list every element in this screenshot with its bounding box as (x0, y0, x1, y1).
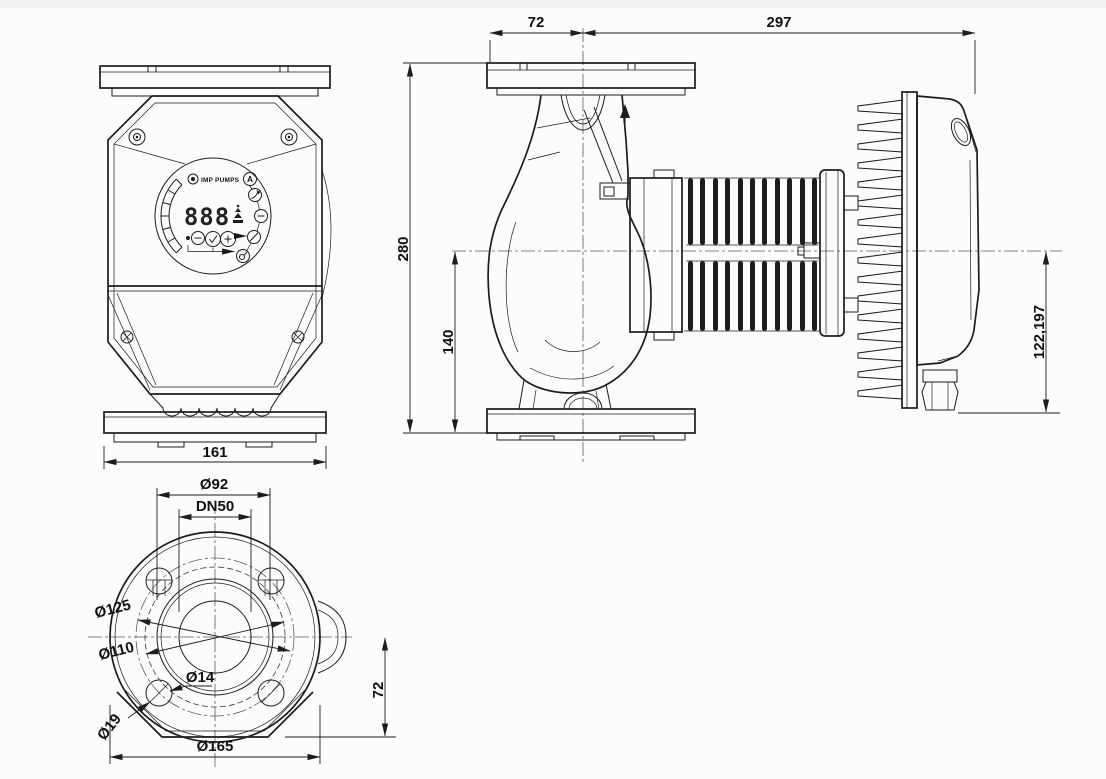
power-dot-icon (186, 236, 190, 240)
auto-mode-badge: A (243, 172, 257, 186)
dimension-nominal-bore: DN50 (178, 498, 252, 612)
auto-badge-label: A (247, 175, 253, 184)
dim-label-72-side: 72 (370, 682, 387, 699)
dim-label-dn50: DN50 (196, 498, 234, 515)
seven-segment-display: 888 (184, 203, 230, 231)
electronics-box (916, 95, 980, 411)
brand-label: IMP PUMPS (201, 177, 240, 184)
motor-housing (629, 169, 859, 341)
status-indicator-icon (233, 204, 243, 223)
bolt-circle (135, 557, 295, 717)
flange-bottom-view: Ø92 DN50 Ø125 Ø110 Ø14 Ø19 72 (88, 476, 396, 768)
dimension-counterbore: Ø19 (94, 701, 151, 744)
heatsink (857, 91, 918, 409)
pump-control-panel: IMP PUMPS A 888 (154, 157, 272, 275)
bolt-hole (145, 567, 285, 707)
dim-label-140: 140 (440, 329, 457, 354)
dim-label-297: 297 (766, 14, 791, 31)
dimension-axis-to-gland: 122,197 (958, 251, 1060, 414)
dimension-flange-to-axis: 72 (489, 14, 584, 62)
dimension-raised-face: Ø92 (156, 476, 271, 600)
dimension-front-width: 161 (103, 444, 327, 469)
cable-port-oval (950, 118, 972, 146)
gauge-mode-icon (236, 249, 250, 263)
dim-label-o110: Ø110 (97, 639, 136, 664)
brand-logo-icon (187, 173, 199, 185)
page-top-strip (0, 0, 1106, 8)
motor-fins (688, 178, 817, 331)
side-view: 72 297 280 140 122,197 (395, 14, 1062, 465)
cable-gland-icon (921, 369, 959, 411)
dimension-total-height: 280 (395, 62, 487, 434)
plus-button-icon (220, 231, 236, 247)
mode-icons-column (236, 184, 268, 263)
dim-label-o19: Ø19 (94, 711, 125, 744)
screw-icon (128, 128, 298, 146)
flow-direction-arrow-icon (620, 104, 630, 133)
dim-label-o125: Ø125 (93, 597, 133, 622)
segment-scale (160, 178, 183, 254)
dim-label-161: 161 (202, 444, 227, 461)
dimension-axis-to-foot: 72 (285, 637, 396, 738)
dim-label-280: 280 (395, 236, 412, 261)
dim-label-o14: Ø14 (186, 669, 215, 686)
dimension-bolt-hole: Ø14 (169, 669, 215, 692)
arrow-mode-icon (248, 188, 262, 202)
constant-mode-icon (254, 209, 268, 223)
pump-volute (487, 94, 652, 410)
dim-label-72-top: 72 (528, 14, 545, 31)
screw-icon (120, 330, 305, 344)
dimension-axis-to-base: 140 (440, 251, 459, 433)
panel-buttons (186, 231, 236, 247)
front-view: IMP PUMPS A 888 (99, 65, 332, 469)
dim-label-122197: 122,197 (1031, 305, 1048, 359)
minus-button-icon (191, 231, 205, 245)
dimension-recess: Ø110 (97, 621, 285, 664)
dimension-axis-to-box: 297 (582, 14, 976, 94)
proportional-mode-icon (247, 230, 261, 244)
dimension-flange-outer: Ø165 (109, 705, 321, 764)
dim-label-o92: Ø92 (200, 476, 228, 493)
sensor-boss (317, 600, 347, 674)
dim-label-o165: Ø165 (197, 738, 234, 755)
ok-button-icon (205, 231, 221, 247)
